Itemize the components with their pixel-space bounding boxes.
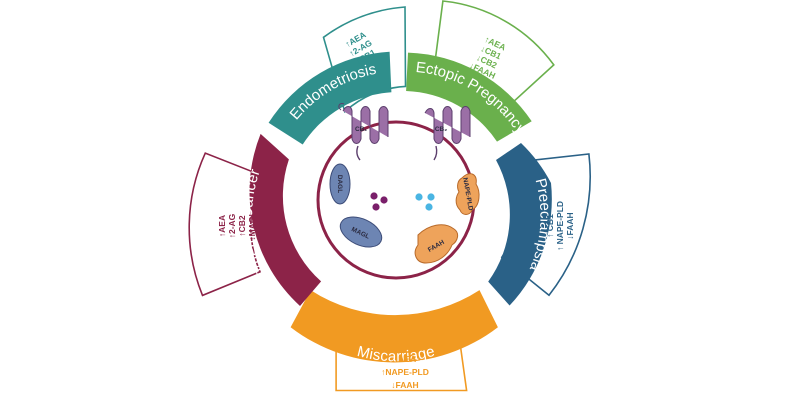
nape-pld-shape [455,173,480,215]
miscarriage-title: Miscarriage [355,343,436,365]
faah-shape [414,224,459,264]
dagl-shape [329,163,351,205]
receptor-tail [356,145,361,161]
faah-enzyme: FAAH [414,224,459,264]
receptor-tail [433,145,438,161]
cancer-marker: ↓MAGL [247,211,257,240]
endometriosis-ring-segment [268,51,392,145]
cb2-receptor: CB₂ [424,106,471,161]
ligand-dot [425,203,433,211]
receptor-helix [342,106,389,144]
nape-pld-enzyme: NAPE-PLD [455,173,480,215]
miscarriage-ring-segment [290,290,498,363]
miscarriage-marker: ↑NAPE-PLD [381,367,429,377]
cancer-markers: ↑AEA ↑2-AG ↑CB2 ↓MAGL [217,211,257,240]
ligand-dot [427,193,435,201]
ectopic-ring-segment [406,52,532,142]
purple-ligand-dots [370,192,388,211]
ligand-dot [415,193,423,201]
ligand-dot [370,192,378,200]
magl-shape [339,216,383,248]
preeclampsia-marker: ↑ NAPE-PLD [555,201,565,251]
miscarriage-title-path: Miscarriage [355,343,436,365]
magl-enzyme: MAGL [339,216,383,248]
ectopic-markers: ↑AEA ↓CB1 ↓CB2 ↓FAAH [468,34,507,81]
ligand-dot [380,196,388,204]
cb1-label: CB₁ [355,126,367,133]
dagl-enzyme: DAGL [329,163,351,205]
receptor-loop [338,103,345,111]
cancer-marker: ↑2-AG [227,213,237,238]
cancer-marker: ↑AEA [217,215,227,237]
preeclampsia-markers: ↑ CB1 ↑ NAPE-PLD ↓FAAH [545,201,575,251]
miscarriage-markers: ↑AEA ↑NAPE-PLD ↓FAAH [381,354,429,390]
miscarriage-marker: ↑AEA [394,354,416,364]
dagl-label: DAGL [336,175,343,193]
cancer-ring-segment [249,133,322,306]
blue-ligand-dots [415,193,435,211]
ligand-dot [372,203,380,211]
preeclampsia-marker: ↓FAAH [565,212,575,239]
cb2-label: CB₂ [435,126,447,133]
preeclampsia-marker: ↑ CB1 [545,214,555,238]
cb1-receptor: CB₁ [338,103,389,161]
cancer-marker: ↑CB2 [237,215,247,237]
receptor-helix [424,106,471,144]
miscarriage-marker: ↓FAAH [391,380,418,390]
preeclampsia-ring-segment [488,143,552,306]
